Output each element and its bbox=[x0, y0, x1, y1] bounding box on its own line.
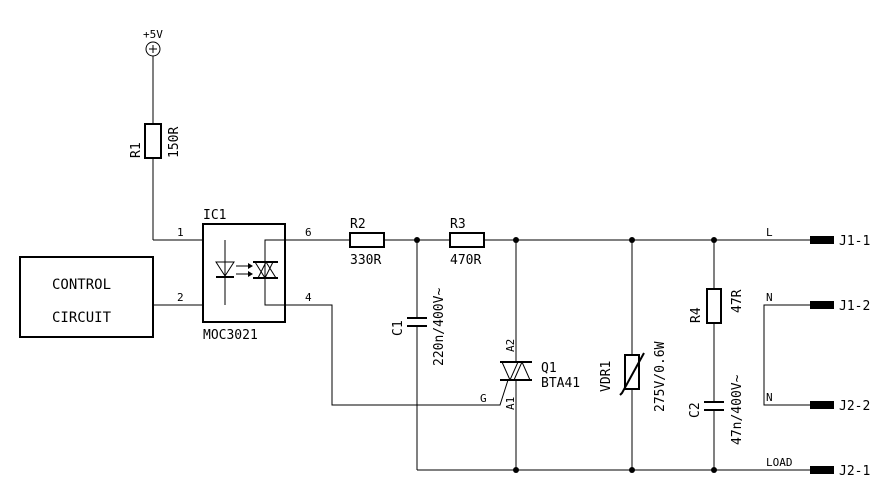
q1-gate-label: G bbox=[480, 392, 487, 405]
r1-ref: R1 bbox=[129, 142, 144, 158]
r3-value: 470R bbox=[450, 253, 481, 268]
resistor-r3: R3 470R bbox=[449, 217, 485, 268]
connector-j1-2: J1-2 bbox=[810, 299, 870, 314]
c2-ref: C2 bbox=[688, 402, 703, 418]
net-label-n2: N bbox=[766, 391, 773, 404]
r4-ref: R4 bbox=[689, 307, 704, 323]
net-label-l: L bbox=[766, 226, 773, 239]
connector-j1-1-label: J1-1 bbox=[839, 234, 870, 249]
c2-value: 47n/400V~ bbox=[730, 374, 745, 445]
q1-a1-label: A1 bbox=[504, 397, 517, 410]
ic1-pin2-label: 2 bbox=[177, 291, 184, 304]
r1-value: 150R bbox=[167, 127, 182, 158]
r4-value: 47R bbox=[730, 289, 745, 313]
supply-label: +5V bbox=[143, 28, 163, 41]
c1-value: 220n/400V~ bbox=[432, 288, 447, 366]
ic1-pin4-label: 4 bbox=[305, 291, 312, 304]
ic1-part: MOC3021 bbox=[203, 328, 258, 343]
net-label-n1: N bbox=[766, 291, 773, 304]
r3-ref: R3 bbox=[450, 217, 466, 232]
resistor-r4: R4 47R bbox=[689, 240, 745, 402]
ic1-pin6-label: 6 bbox=[305, 226, 312, 239]
connector-j2-2: J2-2 bbox=[810, 399, 870, 414]
control-box-line2: CIRCUIT bbox=[52, 310, 112, 326]
capacitor-c1: C1 220n/400V~ bbox=[391, 240, 447, 470]
ic1-pin1-label: 1 bbox=[177, 226, 184, 239]
r2-value: 330R bbox=[350, 253, 381, 268]
resistor-r1: R1 150R bbox=[129, 56, 182, 240]
connector-j1-1: J1-1 bbox=[810, 234, 870, 249]
vdr1-ref: VDR1 bbox=[599, 361, 614, 392]
vdr1-value: 275V/0.6W bbox=[653, 341, 668, 412]
connector-j1-2-label: J1-2 bbox=[839, 299, 870, 314]
connector-j2-1-label: J2-1 bbox=[839, 464, 870, 479]
r2-ref: R2 bbox=[350, 217, 366, 232]
connector-j2-2-label: J2-2 bbox=[839, 399, 870, 414]
triac-q1: A2 A1 G Q1 BTA41 bbox=[480, 240, 580, 470]
control-circuit-box: CONTROL CIRCUIT bbox=[19, 256, 154, 338]
net-label-load: LOAD bbox=[766, 456, 793, 469]
q1-a2-label: A2 bbox=[504, 339, 517, 352]
capacitor-c2: C2 47n/400V~ bbox=[688, 374, 745, 470]
c1-ref: C1 bbox=[391, 320, 406, 336]
resistor-r2: R2 330R bbox=[349, 217, 385, 268]
optocoupler-ic1: IC1 MOC3021 bbox=[202, 208, 286, 343]
varistor-vdr1: VDR1 275V/0.6W bbox=[599, 240, 668, 470]
control-box-line1: CONTROL bbox=[52, 277, 111, 293]
diac-icon bbox=[254, 261, 274, 280]
q1-part: BTA41 bbox=[541, 376, 580, 391]
ic1-ref: IC1 bbox=[203, 208, 226, 223]
led-icon bbox=[215, 261, 235, 277]
q1-ref: Q1 bbox=[541, 361, 557, 376]
connector-j2-1: J2-1 bbox=[810, 464, 870, 479]
supply-symbol: +5V bbox=[143, 28, 163, 57]
